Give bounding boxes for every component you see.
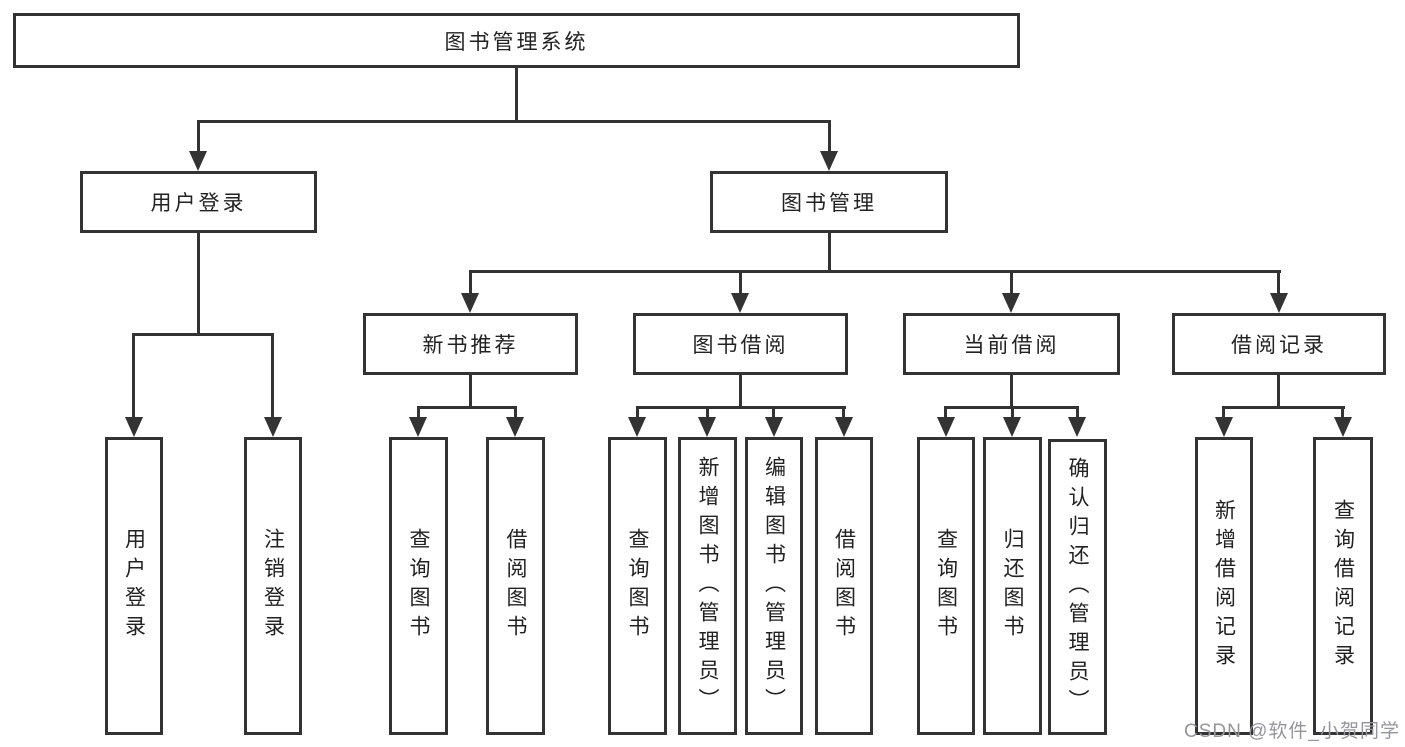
connector-line (417, 406, 517, 409)
arrow-down-icon (628, 417, 646, 437)
leaf-label: 查询图书 (626, 528, 650, 644)
leaf-label: 新增图书（管理员） (696, 455, 720, 717)
connector-line (1010, 372, 1013, 409)
leaf-add-books-admin: 新增图书（管理员） (678, 437, 737, 735)
leaf-query-books-borrowing: 查询图书 (608, 437, 667, 735)
arrow-down-icon (1002, 293, 1020, 313)
connector-line (1277, 270, 1280, 295)
leaf-borrow-books-recommend: 借阅图书 (486, 437, 545, 735)
connector-line (739, 372, 742, 409)
arrow-down-icon (1334, 417, 1352, 437)
connector-line (417, 406, 420, 419)
arrow-down-icon (1215, 417, 1233, 437)
arrow-down-icon (1003, 417, 1021, 437)
connector-line (828, 120, 831, 154)
leaf-edit-books-admin: 编辑图书（管理员） (745, 437, 803, 735)
connector-line (1222, 406, 1345, 409)
connector-line (271, 333, 274, 419)
connector-line (706, 406, 709, 419)
connector-line (469, 372, 472, 409)
arrow-down-icon (1068, 417, 1086, 437)
leaf-confirm-return-admin: 确认归还（管理员） (1048, 439, 1107, 735)
node-borrowing-records: 借阅记录 (1172, 313, 1386, 375)
node-user-login-group: 用户登录 (80, 171, 317, 233)
connector-line (828, 230, 831, 273)
connector-line (132, 333, 274, 336)
arrow-down-icon (506, 417, 524, 437)
leaf-query-borrow-record: 查询借阅记录 (1313, 437, 1373, 735)
connector-line (1076, 406, 1079, 419)
connector-line (197, 230, 200, 336)
connector-line (1010, 270, 1013, 295)
connector-line (739, 270, 742, 295)
arrow-down-icon (937, 417, 955, 437)
leaf-logout-login: 注销登录 (244, 437, 302, 735)
leaf-label: 确认归还（管理员） (1066, 456, 1090, 718)
arrow-down-icon (765, 417, 783, 437)
arrow-down-icon (698, 417, 716, 437)
leaf-return-books: 归还图书 (983, 437, 1042, 735)
node-library-system: 图书管理系统 (13, 13, 1020, 68)
connector-line (197, 120, 200, 154)
arrow-down-icon (461, 293, 479, 313)
connector-line (514, 406, 517, 419)
leaf-label: 查询图书 (934, 528, 958, 644)
connector-line (636, 406, 846, 409)
connector-line (1222, 406, 1225, 419)
arrow-down-icon (189, 151, 207, 171)
leaf-query-books-recommend: 查询图书 (389, 437, 448, 735)
leaf-add-borrow-record: 新增借阅记录 (1195, 437, 1253, 735)
node-book-management: 图书管理 (710, 171, 948, 233)
leaf-label: 用户登录 (122, 528, 146, 644)
arrow-down-icon (264, 417, 282, 437)
node-book-borrowing: 图书借阅 (633, 313, 848, 375)
leaf-label: 编辑图书（管理员） (762, 455, 786, 717)
connector-line (132, 333, 135, 419)
leaf-label: 查询借阅记录 (1331, 499, 1355, 673)
leaf-label: 新增借阅记录 (1212, 499, 1236, 673)
connector-line (944, 406, 947, 419)
arrow-down-icon (820, 151, 838, 171)
leaf-label: 归还图书 (1001, 528, 1025, 644)
arrow-down-icon (731, 293, 749, 313)
leaf-user-login: 用户登录 (105, 437, 163, 735)
leaf-label: 借阅图书 (504, 528, 528, 644)
leaf-label: 借阅图书 (832, 528, 856, 644)
connector-line (1011, 406, 1014, 419)
arrow-down-icon (1270, 293, 1288, 313)
connector-line (197, 120, 831, 123)
connector-line (469, 270, 472, 295)
connector-line (636, 406, 639, 419)
connector-line (1341, 406, 1344, 419)
connector-line (842, 406, 845, 419)
connector-line (772, 406, 775, 419)
csdn-watermark: CSDN @软件_小贺同学 (1184, 721, 1400, 742)
node-new-book-recommendation: 新书推荐 (363, 313, 578, 375)
leaf-borrow-books: 借阅图书 (815, 437, 873, 735)
node-current-borrowing: 当前借阅 (903, 313, 1120, 375)
leaf-label: 注销登录 (261, 528, 285, 644)
connector-line (515, 66, 518, 123)
arrow-down-icon (409, 417, 427, 437)
leaf-query-books-current: 查询图书 (917, 437, 975, 735)
leaf-label: 查询图书 (407, 528, 431, 644)
connector-line (1277, 372, 1280, 409)
arrow-down-icon (835, 417, 853, 437)
connector-line (469, 270, 1281, 273)
arrow-down-icon (125, 417, 143, 437)
